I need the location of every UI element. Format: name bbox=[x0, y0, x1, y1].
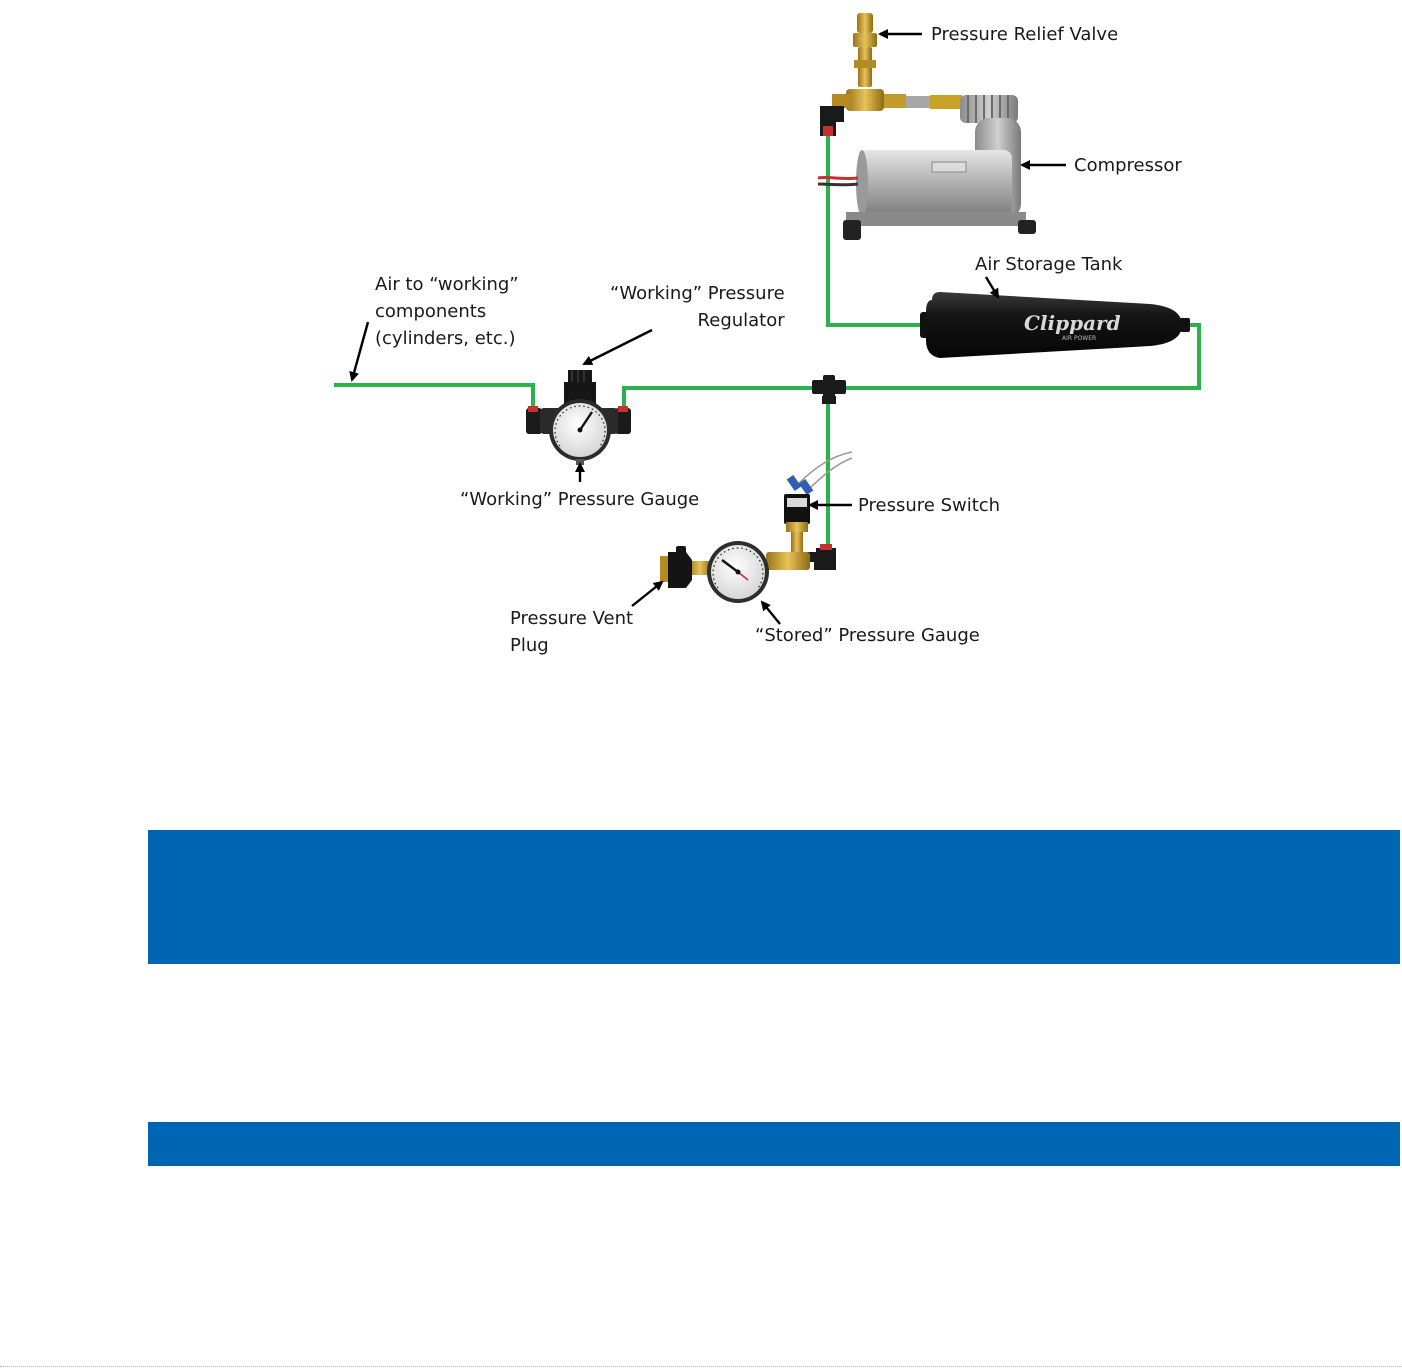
air-storage-tank: Clippard AIR POWER bbox=[920, 292, 1190, 358]
label-working-pressure-regulator: “Working” Pressure Regulator bbox=[610, 280, 785, 334]
label-working-pressure-gauge: “Working” Pressure Gauge bbox=[460, 489, 700, 510]
callout-arrows bbox=[349, 29, 1066, 625]
air-line-tank-to-manifold bbox=[830, 323, 1201, 390]
tank-brand-text: Clippard bbox=[1024, 311, 1121, 335]
air-lines bbox=[334, 128, 1201, 548]
label-air-storage-tank: Air Storage Tank bbox=[975, 254, 1123, 275]
stored-pressure-gauge bbox=[707, 541, 769, 603]
label-line: Pressure Vent bbox=[510, 608, 634, 629]
arrow-storage-tank bbox=[984, 276, 1000, 299]
label-line: Plug bbox=[510, 635, 549, 656]
compressor bbox=[817, 95, 1036, 240]
label-compressor: Compressor bbox=[1074, 155, 1182, 176]
label-line: “Working” Pressure bbox=[610, 283, 785, 304]
pressure-vent-plug bbox=[660, 546, 692, 588]
label-pressure-switch: Pressure Switch bbox=[858, 495, 1001, 516]
arrow-vent-plug bbox=[631, 580, 664, 607]
arrow-regulator bbox=[582, 328, 653, 366]
footer-divider bbox=[0, 1366, 1402, 1367]
air-line-compressor-to-tank bbox=[826, 128, 922, 327]
tank-subbrand-text: AIR POWER bbox=[1062, 335, 1096, 342]
label-air-to-working-components: Air to “working” components (cylinders, … bbox=[375, 271, 519, 352]
label-line: (cylinders, etc.) bbox=[375, 328, 516, 349]
label-line: Air to “working” bbox=[375, 274, 519, 295]
air-line-manifold-to-regulator bbox=[622, 386, 830, 410]
pressure-switch bbox=[784, 451, 853, 552]
label-pressure-relief-valve: Pressure Relief Valve bbox=[931, 24, 1119, 45]
working-pressure-gauge bbox=[549, 399, 611, 465]
arrow-stored-gauge bbox=[760, 600, 781, 625]
label-line: components bbox=[375, 301, 487, 322]
blue-section-band bbox=[148, 1122, 1400, 1166]
label-pressure-vent-plug: Pressure Vent Plug bbox=[510, 605, 633, 659]
blue-header-band bbox=[148, 830, 1400, 964]
elbow-fitting-top bbox=[820, 106, 844, 136]
tee-fitting bbox=[812, 375, 846, 404]
pressure-relief-valve bbox=[832, 13, 962, 111]
label-stored-pressure-gauge: “Stored” Pressure Gauge bbox=[755, 625, 980, 646]
pneumatic-system-diagram: Clippard AIR POWER bbox=[334, 13, 1201, 625]
air-line-to-working-components bbox=[334, 383, 535, 410]
label-line: Regulator bbox=[697, 310, 785, 331]
arrow-air-working bbox=[349, 321, 370, 382]
stored-gauge-assembly bbox=[688, 544, 836, 575]
